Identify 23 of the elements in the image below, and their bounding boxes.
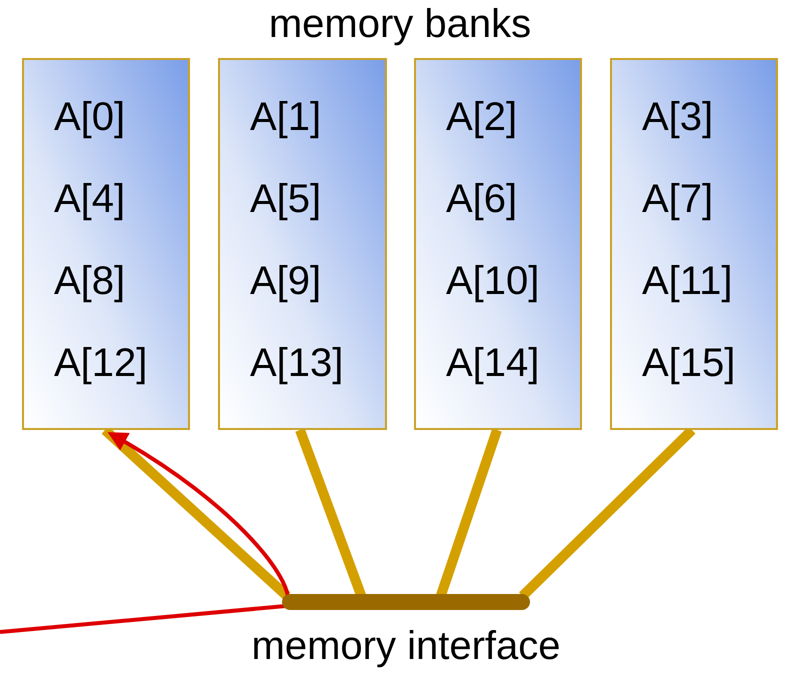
array-element-label: A[6] (446, 176, 518, 223)
array-element-label: A[2] (446, 94, 518, 141)
array-element-label: A[13] (250, 340, 344, 387)
array-element-label: A[5] (250, 176, 322, 223)
array-element-label: A[4] (54, 176, 126, 223)
array-element-label: A[3] (642, 94, 714, 141)
memory-bank-box (610, 58, 778, 430)
array-element-label: A[1] (250, 94, 322, 141)
memory-bank-box (414, 58, 582, 430)
memory-bank-box (22, 58, 190, 430)
array-element-label: A[9] (250, 258, 322, 305)
array-element-label: A[10] (446, 258, 540, 305)
interface-label: memory interface (252, 624, 560, 669)
array-element-label: A[7] (642, 176, 714, 223)
array-element-label: A[12] (54, 340, 148, 387)
memory-bank-box (218, 58, 387, 430)
diagram-title: memory banks (268, 2, 532, 47)
array-element-label: A[0] (54, 94, 126, 141)
array-element-label: A[8] (54, 258, 126, 305)
array-element-label: A[14] (446, 340, 540, 387)
arrow (0, 432, 290, 634)
array-element-label: A[15] (642, 340, 736, 387)
array-element-label: A[11] (642, 258, 734, 305)
